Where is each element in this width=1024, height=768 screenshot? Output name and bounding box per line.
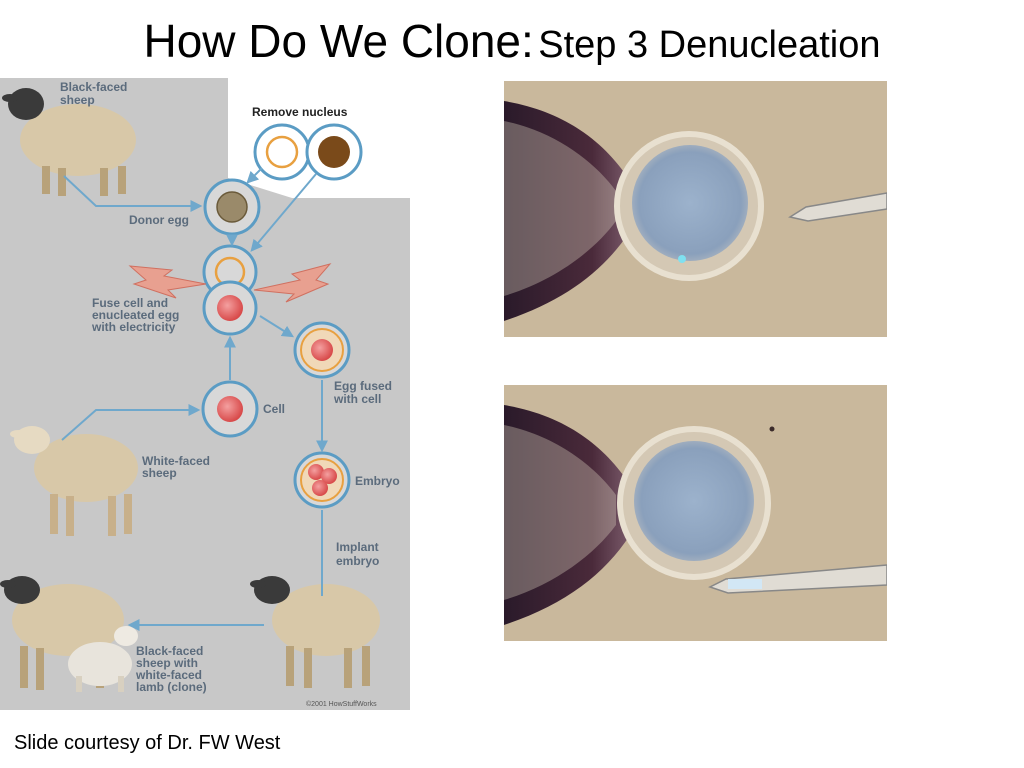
donor-cell-icon [201,380,259,438]
label-white-faced-2: sheep [142,466,177,480]
label-result-1: Black-faced [136,644,203,658]
slide-credit: Slide courtesy of Dr. FW West [14,732,281,754]
label-cell: Cell [263,402,285,416]
black-faced-sheep-icon [2,88,136,196]
donor-egg-icon [203,178,261,236]
removed-egg-icon [253,123,311,181]
label-embryo: Embryo [355,474,400,488]
label-black-faced-1: Black-faced [60,80,127,94]
title-main: How Do We Clone: [143,15,534,67]
surrogate-sheep-icon [250,576,380,688]
mother-sheep-with-lamb-icon [0,576,138,692]
lightning-right-icon [253,263,332,303]
label-fuse-1: Fuse cell and [92,296,168,310]
label-result-3: white-faced [135,668,202,682]
removed-nucleus-icon [305,123,363,181]
cloning-diagram: Black-faced sheep Remove nucleus Donor e… [0,78,410,710]
label-result-2: sheep with [136,656,198,670]
title-subtitle: Step 3 Denucleation [538,24,881,66]
label-egg-fused-1: Egg fused [334,379,392,393]
label-remove-nucleus: Remove nucleus [252,105,348,119]
label-fuse-2: enucleated egg [92,308,179,322]
label-white-faced-1: White-faced [142,454,210,468]
diagram-panel [0,78,410,710]
lightning-left-icon [128,265,207,299]
label-fuse-3: with electricity [91,320,176,334]
slide-title: How Do We Clone: Step 3 Denucleation [0,14,1024,68]
micrograph-before-denucleation [504,81,887,337]
embryo-icon [293,451,351,509]
label-egg-fused-2: with cell [333,392,381,406]
label-implant-2: embryo [336,554,379,568]
label-black-faced-2: sheep [60,93,95,107]
diagram-arrows [61,167,328,631]
label-result-4: lamb (clone) [136,680,207,694]
fusion-cell-icon [202,280,258,336]
label-donor-egg: Donor egg [129,213,189,227]
label-implant-1: Implant [336,540,379,554]
micrograph-after-denucleation [504,385,887,641]
copyright-text: ©2001 HowStuffWorks [306,700,377,708]
fused-egg-icon [293,321,351,379]
white-faced-sheep-icon [10,426,138,536]
